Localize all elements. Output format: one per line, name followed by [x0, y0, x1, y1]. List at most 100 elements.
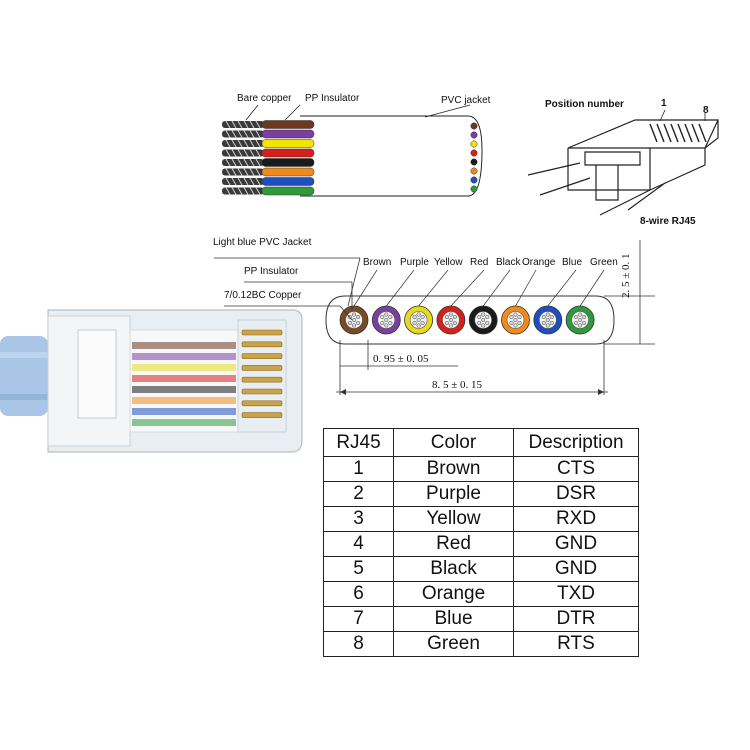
connector-wire: [132, 364, 236, 371]
connector-wire: [132, 375, 236, 382]
copper-end: [222, 177, 264, 186]
gold-contact: [241, 353, 283, 359]
end-dot: [470, 167, 478, 175]
bare-copper-ends: [222, 120, 264, 195]
connector-wire: [132, 386, 236, 393]
wire-leader-line: [418, 269, 449, 307]
wire-name-label: Orange: [522, 257, 556, 268]
wire-cross-section: [533, 305, 563, 335]
wire-cross-section: [501, 305, 530, 335]
wire-name-label: Green: [590, 257, 618, 268]
pin-cell: 1: [323, 456, 394, 482]
wire-name-label: Red: [470, 257, 489, 268]
wire-stripe: [261, 158, 315, 167]
color-cell: Brown: [393, 456, 514, 482]
wire-stripe: [261, 167, 315, 177]
position-number-label: Position number: [545, 99, 624, 110]
pp-insulator-label: PP Insulator: [305, 93, 360, 104]
connector-wire: [132, 342, 236, 349]
wire-cross-section: [436, 305, 466, 335]
wire-leader-line: [386, 269, 415, 307]
wire-name-label: Blue: [562, 257, 583, 268]
jacket-end-dots: [470, 122, 478, 193]
flat-cable-diagram: [222, 104, 483, 197]
copper-end: [222, 120, 264, 129]
wire-stripe: [261, 148, 315, 158]
connector-wire: [132, 353, 236, 360]
wire-stripes: [261, 120, 315, 196]
cable-cross-section: [214, 240, 655, 395]
connector-wire: [132, 397, 236, 404]
pin-cell: 4: [323, 531, 394, 557]
end-dot: [470, 131, 478, 139]
copper-end: [222, 149, 264, 157]
wire-stripe: [261, 120, 315, 129]
jacket-label: Light blue PVC Jacket: [213, 237, 312, 248]
rj45-caption: 8-wire RJ45: [640, 216, 696, 227]
color-cell: Red: [393, 531, 514, 557]
connector-wire: [132, 408, 236, 415]
rj45-line-drawing: [527, 109, 719, 216]
wire-cross-section: [565, 305, 595, 335]
gold-contact: [241, 341, 283, 348]
gold-contact: [241, 329, 283, 336]
insulator-label: PP Insulator: [244, 266, 299, 277]
end-dot: [470, 122, 478, 130]
end-dot: [470, 176, 478, 184]
color-cell: Purple: [393, 481, 514, 507]
description-cell: RTS: [513, 631, 639, 657]
end-dot: [470, 185, 478, 193]
pitch-dimension: 0. 95 ± 0. 05: [373, 353, 429, 365]
color-cell: Green: [393, 631, 514, 657]
gold-contact: [241, 388, 283, 395]
copper-end: [222, 139, 264, 148]
pin-cell: 2: [323, 481, 394, 507]
wire-name-label: Purple: [400, 257, 429, 268]
pin-1-label: 1: [661, 98, 667, 109]
description-cell: TXD: [513, 581, 639, 607]
width-dimension: 8. 5 ± 0. 15: [432, 379, 483, 391]
flat-cable-body: [0, 336, 48, 416]
header-description: Description: [513, 428, 639, 457]
gold-contact: [241, 376, 283, 383]
wire-stripe: [261, 139, 315, 148]
wire-cross-section: [371, 305, 401, 335]
pin-cell: 7: [323, 606, 394, 632]
pin-cell: 8: [323, 631, 394, 657]
jacket-outline: [325, 295, 615, 345]
gold-contact: [241, 400, 283, 407]
copper-end: [222, 158, 264, 167]
connector-wires: [132, 342, 236, 426]
connector-wire: [132, 419, 236, 426]
table-header-row: RJ45 Color Description: [323, 428, 639, 457]
color-cell: Blue: [393, 606, 514, 632]
wire-name-label: Black: [496, 257, 521, 268]
header-color: Color: [393, 428, 514, 457]
pin-8-label: 8: [703, 105, 709, 116]
copper-end: [222, 130, 264, 138]
pvc-jacket-outline: [300, 115, 483, 197]
copper-end: [222, 187, 264, 195]
wire-stripe: [261, 177, 315, 186]
description-cell: DTR: [513, 606, 639, 632]
copper-label: 7/0.12BC Copper: [224, 290, 302, 301]
wire-leader-line: [353, 269, 378, 307]
copper-end: [222, 168, 264, 176]
color-cell: Orange: [393, 581, 514, 607]
cross-section-wires: [339, 305, 595, 335]
bare-copper-label: Bare copper: [237, 93, 292, 104]
pvc-jacket-label: PVC jacket: [441, 95, 491, 106]
wire-leader-line: [547, 269, 577, 307]
description-cell: RXD: [513, 506, 639, 532]
wire-leader-line: [482, 269, 511, 307]
end-dot: [470, 158, 478, 166]
end-dot: [470, 140, 478, 148]
wire-cross-section: [339, 305, 369, 335]
